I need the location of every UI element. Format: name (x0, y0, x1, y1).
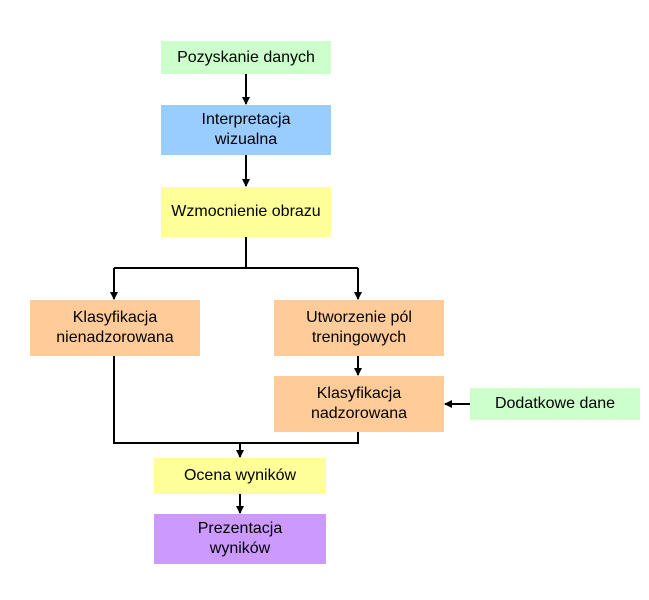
node-image-enhancement: Wzmocnienie obrazu (161, 187, 331, 237)
node-training-fields: Utworzenie pól treningowych (274, 300, 444, 356)
node-data-acquisition: Pozyskanie danych (161, 41, 331, 74)
node-additional-data: Dodatkowe dane (470, 388, 640, 420)
node-results-presentation: Prezentacja wyników (154, 514, 326, 564)
node-results-evaluation: Ocena wyników (154, 458, 326, 494)
line-supervised-to-merge (240, 432, 359, 444)
node-unsupervised-classification: Klasyfikacja nienadzorowana (30, 300, 200, 356)
node-visual-interpretation: Interpretacja wizualna (161, 105, 331, 155)
line-unsupervised-to-merge (113, 356, 240, 444)
node-supervised-classification: Klasyfikacja nadzorowana (274, 376, 444, 432)
